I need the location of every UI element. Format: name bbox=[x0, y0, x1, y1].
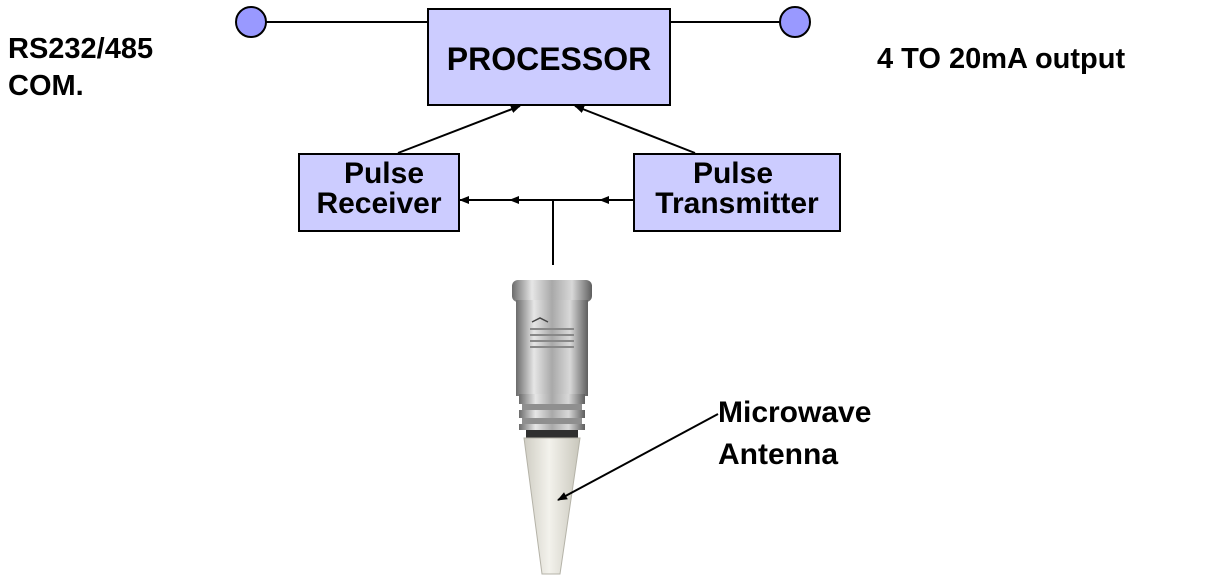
com-port-label-line2: COM. bbox=[8, 70, 84, 102]
com-terminal-icon bbox=[235, 6, 267, 38]
processor-block: PROCESSOR bbox=[427, 8, 671, 106]
receiver-to-processor-arrow bbox=[397, 105, 521, 154]
radar-sensor-image bbox=[512, 280, 592, 575]
receiver-label-line2: Receiver bbox=[316, 187, 442, 220]
output-terminal-icon bbox=[779, 6, 811, 38]
antenna-label-line1: Microwave bbox=[718, 396, 872, 429]
transmitter-label-line2: Transmitter bbox=[655, 187, 819, 220]
pulse-transmitter-block: Pulse Transmitter bbox=[633, 153, 841, 232]
receiver-label-line1: Pulse bbox=[343, 157, 425, 190]
com-port-label: RS232/485 COM. bbox=[8, 31, 153, 105]
antenna-label: Microwave Antenna bbox=[718, 392, 871, 476]
antenna-pointer-arrow bbox=[557, 413, 719, 501]
analog-output-label: 4 TO 20mA output bbox=[877, 43, 1126, 75]
com-port-label-line1: RS232/485 bbox=[8, 33, 154, 65]
transmitter-label-line1: Pulse bbox=[692, 157, 774, 190]
processor-fill bbox=[428, 9, 670, 105]
transmitter-to-processor-arrow bbox=[574, 105, 696, 154]
pulse-receiver-block: Pulse Receiver bbox=[298, 153, 460, 232]
processor-label: PROCESSOR bbox=[446, 41, 652, 77]
transmitter-fill bbox=[634, 154, 840, 231]
antenna-label-line2: Antenna bbox=[718, 438, 838, 471]
receiver-fill bbox=[299, 154, 459, 231]
